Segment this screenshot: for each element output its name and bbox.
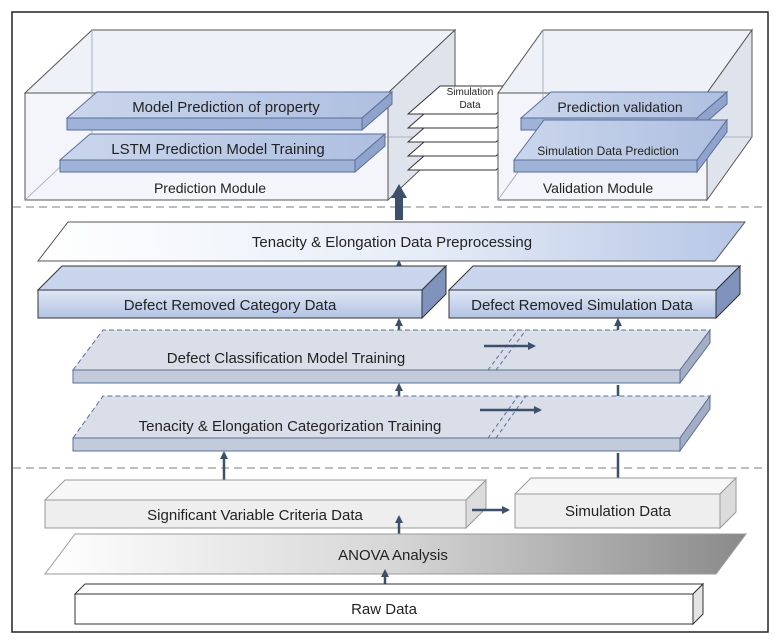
layer-defect-classification-label: Defect Classification Model Training [167,350,405,367]
layer-simulation-data-prediction-label: Simulation Data Prediction [537,144,678,158]
layer-model-prediction: Model Prediction of property [65,90,394,132]
layer-lstm-training-label: LSTM Prediction Model Training [111,141,324,158]
layer-anova-analysis-label: ANOVA Analysis [338,547,448,564]
block-defect-removed-simulation: Defect Removed Simulation Data [447,264,742,320]
block-defect-removed-category-label: Defect Removed Category Data [124,297,337,314]
validation-module-title: Validation Module [543,180,653,196]
layer-categorization-training: Tenacity & Elongation Categorization Tra… [72,394,711,453]
block-raw-data: Raw Data [73,582,705,626]
layer-model-prediction-label: Model Prediction of property [132,99,320,116]
layer-preprocessing-label: Tenacity & Elongation Data Preprocessing [252,234,532,251]
layer-anova-analysis: ANOVA Analysis [44,533,747,575]
layer-simulation-data-prediction: Simulation Data Prediction [513,118,728,174]
simulation-stack-label-2: Data [459,100,481,111]
block-significant-variable-label: Significant Variable Criteria Data [147,507,363,524]
block-simulation-data-label: Simulation Data [565,503,672,520]
block-simulation-data: Simulation Data [513,476,738,530]
prediction-module-title: Prediction Module [154,180,266,196]
layer-prediction-validation-label: Prediction validation [557,99,682,115]
block-raw-data-label: Raw Data [351,601,418,618]
prediction-module: Model Prediction of property LSTM Predic… [23,28,457,202]
simulation-stack-label-1: Simulation [447,87,494,98]
layer-defect-classification: Defect Classification Model Training [72,328,711,385]
validation-module: Prediction validation Simulation Data Pr… [497,28,753,202]
block-defect-removed-simulation-label: Defect Removed Simulation Data [471,297,693,314]
block-significant-variable: Significant Variable Criteria Data [43,478,488,530]
layer-preprocessing: Tenacity & Elongation Data Preprocessing [36,221,747,262]
layer-lstm-training: LSTM Prediction Model Training [58,132,387,174]
arrow-to-prediction-module [391,184,407,220]
block-defect-removed-category: Defect Removed Category Data [36,264,448,320]
layer-categorization-training-label: Tenacity & Elongation Categorization Tra… [139,418,442,435]
